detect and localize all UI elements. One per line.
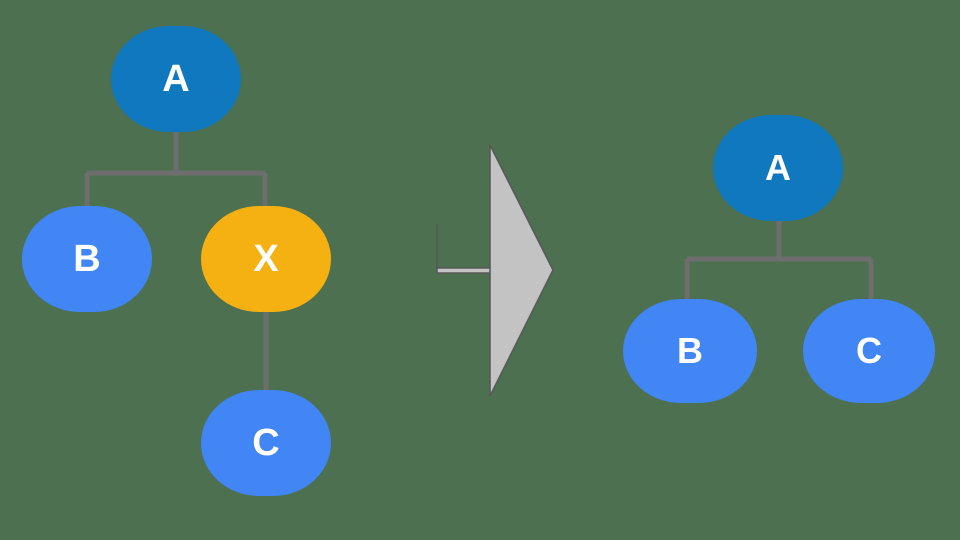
- tree-node-before-c[interactable]: [201, 390, 331, 496]
- arrow-layer: [436, 144, 554, 397]
- nodes-layer: [22, 26, 935, 496]
- tree-node-before-x[interactable]: [201, 206, 331, 312]
- tree-node-after-b[interactable]: [623, 299, 757, 403]
- tree-node-before-b[interactable]: [22, 206, 152, 312]
- tree-node-after-c[interactable]: [803, 299, 935, 403]
- right-arrow-icon: [436, 144, 554, 397]
- tree-node-after-a[interactable]: [713, 115, 843, 221]
- edges-layer: [84, 132, 874, 396]
- tree-node-before-a[interactable]: [111, 26, 241, 132]
